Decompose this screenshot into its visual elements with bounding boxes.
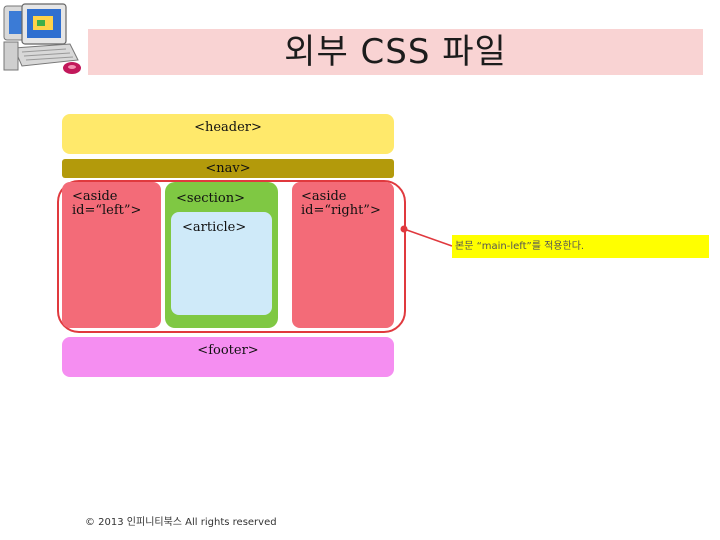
article-block: <article>	[171, 212, 272, 315]
header-block: <header>	[62, 114, 394, 154]
copyright-text: © 2013 인피니티북스 All rights reserved	[85, 517, 277, 528]
callout-text: 본문 “main-left”를 적용한다.	[455, 241, 585, 252]
nav-block: <nav>	[62, 159, 394, 178]
callout-line	[403, 228, 453, 247]
footer-tag-label: <footer>	[197, 343, 259, 358]
footer-block: <footer>	[62, 337, 394, 377]
title-bar	[88, 29, 703, 75]
article-tag-label: <article>	[182, 220, 247, 235]
aside-left-block: <aside id=“left”>	[62, 182, 161, 328]
header-tag-label: <header>	[194, 120, 262, 135]
section-tag-label: <section>	[176, 191, 246, 206]
aside-left-tag-label: <aside id=“left”>	[72, 189, 142, 218]
aside-right-tag-label: <aside id=“right”>	[301, 189, 381, 218]
content-outline	[57, 180, 406, 333]
aside-right-block: <aside id=“right”>	[292, 182, 394, 328]
nav-tag-label: <nav>	[205, 161, 251, 176]
computer-clipart-icon	[3, 3, 81, 74]
page-title: 외부 CSS 파일	[284, 32, 507, 72]
callout-box	[452, 235, 709, 258]
